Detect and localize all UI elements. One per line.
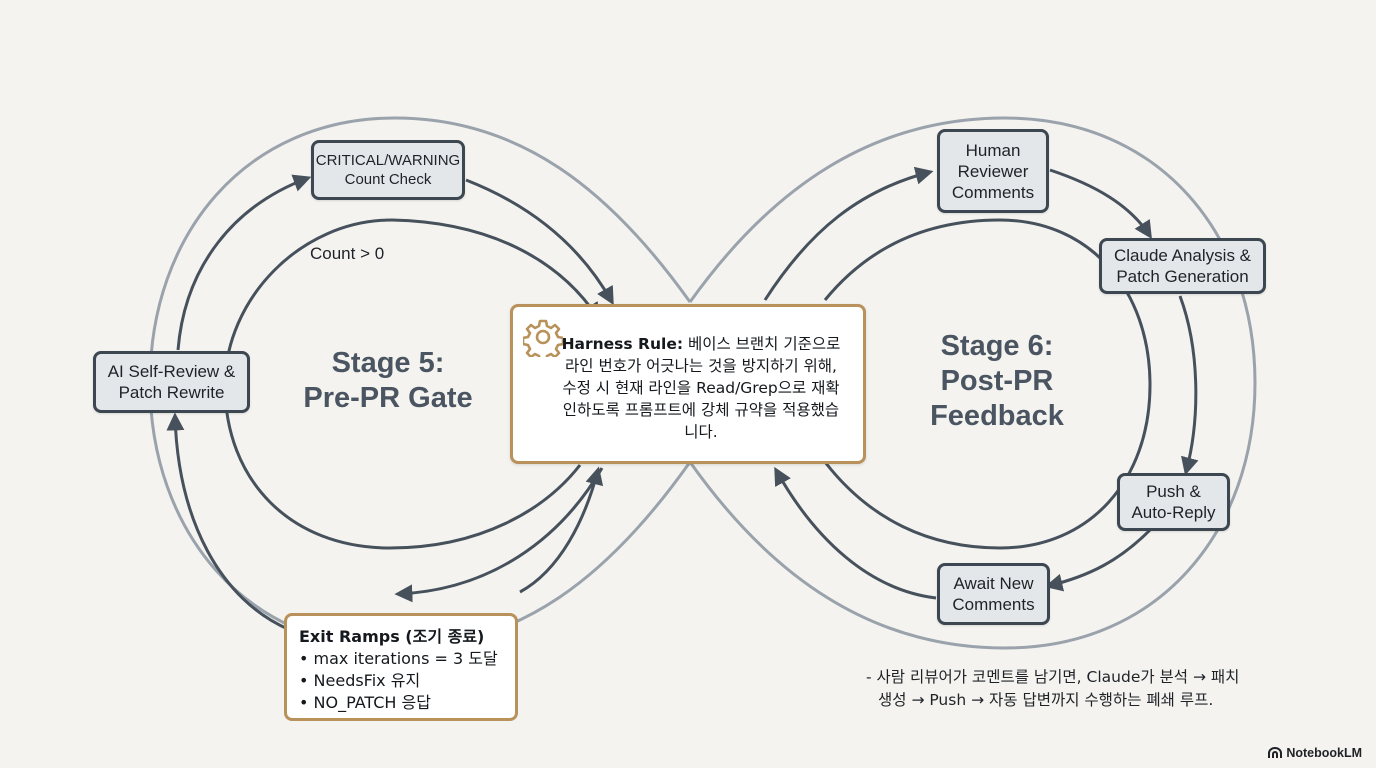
harness-rule-text: Harness Rule: 베이스 브랜치 기준으로 라인 번호가 어긋나는 것… [557,333,845,443]
arrow-inner-bottom-left [223,384,582,550]
notebooklm-logo-icon [1268,747,1283,758]
await-comments-label: Await New Comments [952,574,1035,614]
arrow-check-to-rule [465,178,614,306]
arrow-count-loop-back [223,218,600,386]
arrow-rule-to-human [763,166,934,301]
arrow-self-review-to-check [176,174,312,351]
push-auto-reply-label: Push & Auto-Reply [1131,482,1216,522]
stage-6-title: Stage 6: Post-PR Feedback [930,330,1064,432]
exit-ramps-title: Exit Ramps (조기 종료) [299,627,485,646]
exit-ramp-item: max iterations = 3 도달 [299,648,503,670]
arrow-exit-to-self-review [166,412,291,632]
claude-analysis-node: Claude Analysis & Patch Generation [1099,238,1266,294]
human-reviewer-node: Human Reviewer Comments [937,129,1049,213]
claude-analysis-label: Claude Analysis & Patch Generation [1113,246,1252,286]
feedback-loop-note: - 사람 리뷰어가 코멘트를 남기면, Claude가 분석 → 패치 생성 →… [866,666,1239,712]
exit-ramp-item: NeedsFix 유지 [299,670,503,692]
count-condition-label: Count > 0 [310,244,385,263]
outer-loop-right [688,116,1257,650]
inner-loop-right [823,218,1152,550]
exit-ramps-box: Exit Ramps (조기 종료) max iterations = 3 도달… [284,613,518,721]
self-review-label: AI Self-Review & Patch Rewrite [107,362,236,402]
arrow-rule-to-exit [394,467,604,603]
critical-warning-check-node: CRITICAL/WARNING Count Check [311,140,465,200]
arrow-to-rule-bottom [519,466,604,594]
await-comments-node: Await New Comments [937,563,1050,625]
push-auto-reply-node: Push & Auto-Reply [1117,473,1230,531]
exit-ramp-item: NO_PATCH 응답 [299,692,503,714]
gear-icon [523,319,563,357]
notebooklm-brand: NotebookLM [1268,746,1362,760]
arrow-push-to-await [1044,528,1152,592]
arrow-claude-to-push [1178,295,1199,476]
self-review-node: AI Self-Review & Patch Rewrite [93,351,250,413]
harness-rule-label: Harness Rule: [561,335,684,353]
exit-ramps-list: max iterations = 3 도달 NeedsFix 유지 NO_PAT… [299,648,503,714]
note-line-2: 생성 → Push → 자동 답변까지 수행하는 폐쇄 루프. [878,691,1214,709]
arrow-human-to-claude [1049,168,1152,240]
stage-5-title: Stage 5: Pre-PR Gate [303,347,473,414]
critical-warning-check-label: CRITICAL/WARNING Count Check [315,152,461,188]
brand-name: NotebookLM [1286,746,1362,760]
note-line-1: - 사람 리뷰어가 코멘트를 남기면, Claude가 분석 → 패치 [866,668,1240,686]
harness-rule-box: Harness Rule: 베이스 브랜치 기준으로 라인 번호가 어긋나는 것… [510,304,866,464]
human-reviewer-label: Human Reviewer Comments [951,140,1035,202]
arrow-await-to-rule [774,466,937,600]
harness-rule-body: 베이스 브랜치 기준으로 라인 번호가 어긋나는 것을 방지하기 위해, 수정 … [562,335,841,441]
